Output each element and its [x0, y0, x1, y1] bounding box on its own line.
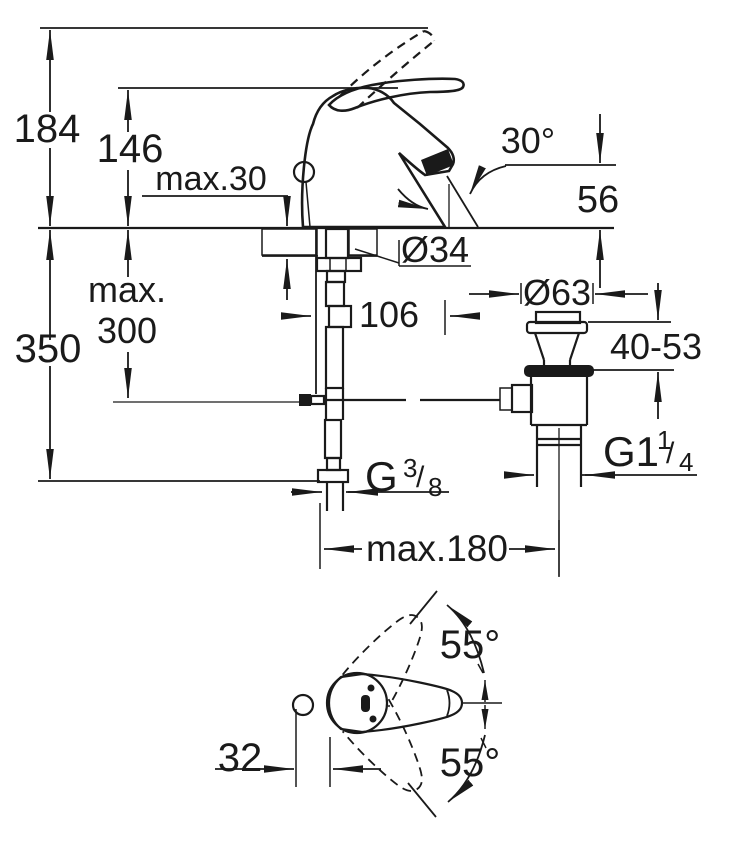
label-handle-offset: 32 [218, 736, 263, 780]
waste-thread-denominator: 4 [679, 447, 693, 477]
top-view-dot-cold [369, 715, 377, 723]
dimension-labels: 184 146 max.30 30° 56 Ø34 max. 300 350 1… [14, 107, 702, 785]
spout-aerator [421, 149, 454, 176]
dim-55deg-lines [407, 590, 502, 818]
reference-lines [38, 27, 616, 482]
supply-thread-slash: / [416, 461, 425, 494]
label-height-to-lever: 146 [97, 127, 164, 171]
supply-thread-base: G [365, 453, 398, 500]
label-waste-thread: G1 1 / 4 [603, 425, 693, 477]
popup-waste-assembly [499, 310, 594, 576]
top-view-faucet [215, 590, 502, 818]
waste-thread-slash: / [666, 437, 675, 470]
waste-thread-base: G1 [603, 428, 659, 475]
side-view-faucet [292, 29, 507, 229]
top-view-popup-knob [291, 693, 315, 717]
label-supply-thread: G 3 / 8 [365, 453, 442, 502]
water-stream [397, 165, 507, 228]
popup-knob [292, 160, 316, 184]
label-waste-flange-diameter: Ø63 [523, 272, 591, 313]
dim-32-lines [215, 709, 381, 787]
top-view-dot-hot [367, 684, 375, 692]
dim-max180-lines [319, 503, 560, 577]
top-view-lever [327, 672, 464, 734]
label-depth-total: 350 [15, 327, 82, 371]
label-spout-angle: 30° [501, 120, 555, 161]
label-hose-length-word: max. [88, 269, 166, 310]
top-view-lever-down-dashed [341, 698, 423, 792]
lever-raised-dashed [339, 29, 436, 109]
waste-thread-numerator: 1 [657, 425, 671, 455]
label-swivel-angle-down: 55° [440, 741, 501, 785]
top-view-lever-endcap [446, 689, 451, 717]
popup-knob-stem [305, 181, 311, 228]
label-rod-reach: max.180 [366, 528, 508, 569]
dim-dia63-lines [469, 283, 648, 304]
label-swivel-angle-up: 55° [440, 623, 501, 667]
dim-4053-lines [588, 283, 674, 419]
supply-thread-numerator: 3 [403, 453, 417, 483]
label-hole-diameter: Ø34 [401, 229, 469, 270]
dim-106-lines [281, 300, 480, 335]
top-view-body [325, 671, 389, 735]
dim-dia34-leader [354, 240, 471, 267]
label-hose-length-value: 300 [97, 310, 157, 351]
top-view-slot [361, 695, 370, 712]
supply-hose-assembly [315, 227, 363, 511]
popup-rod [113, 228, 500, 406]
label-deck-thickness: max.30 [155, 160, 267, 198]
label-spout-reach: 106 [359, 294, 419, 335]
supply-thread-denominator: 8 [428, 472, 442, 502]
label-height-overall: 184 [14, 107, 81, 151]
label-clamping-range: 40-53 [610, 326, 702, 367]
label-spout-outlet-height: 56 [577, 179, 619, 221]
lever-handle [327, 77, 465, 112]
top-view-lever-up-dashed [341, 614, 423, 708]
